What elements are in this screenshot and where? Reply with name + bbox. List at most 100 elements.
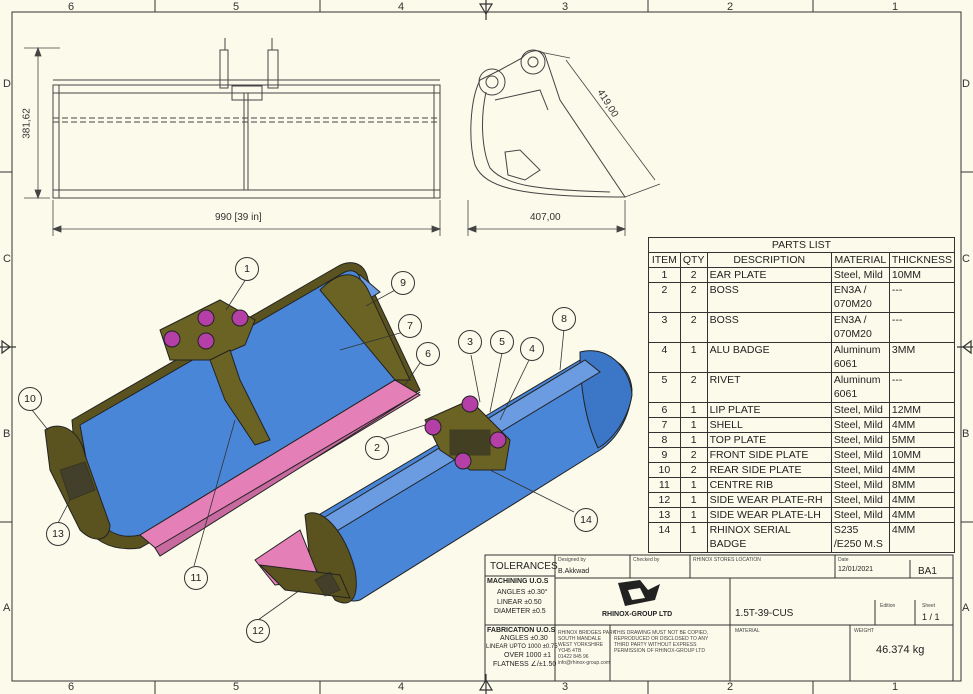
col-header-qty: QTY xyxy=(679,252,708,268)
rhinox-logo xyxy=(618,580,660,606)
parts-cell-description: EAR PLATE xyxy=(706,267,832,283)
parts-cell-description: SIDE WEAR PLATE-LH xyxy=(706,507,832,523)
address-line-5: 01422 845 96 xyxy=(558,654,589,660)
parts-material-line-2: 6061 xyxy=(833,358,858,370)
front-view xyxy=(52,38,441,199)
parts-cell-qty: 2 xyxy=(679,447,708,463)
balloon-10: 10 xyxy=(18,387,42,411)
zone-col-3-bottom: 3 xyxy=(562,681,569,693)
zone-row-D-left: D xyxy=(3,78,11,90)
parts-cell-item: 10 xyxy=(648,462,681,478)
zone-row-A-left: A xyxy=(3,602,11,614)
balloon-6: 6 xyxy=(416,342,440,366)
parts-material-line-1: Aluminum xyxy=(833,374,881,386)
weight-value: 46.374 kg xyxy=(876,644,925,656)
parts-cell-description: BOSS xyxy=(706,282,832,313)
zone-col-2-top: 2 xyxy=(727,1,734,13)
parts-cell-qty: 1 xyxy=(679,342,708,373)
parts-cell-thickness: 4MM xyxy=(888,462,956,478)
col-header-description: DESCRIPTION xyxy=(706,252,832,268)
machining-linear: LINEAR ±0.50 xyxy=(497,599,542,606)
parts-material-line-2: 070M20 xyxy=(833,298,872,310)
balloon-7: 7 xyxy=(398,314,422,338)
balloon-13: 13 xyxy=(46,522,70,546)
parts-cell-item: 8 xyxy=(648,432,681,448)
parts-cell-qty: 1 xyxy=(679,417,708,433)
parts-material-line-1: Aluminum xyxy=(833,344,881,356)
sheet-value: 1 / 1 xyxy=(922,612,940,622)
parts-cell-item: 7 xyxy=(648,417,681,433)
parts-cell-material: Steel, Mild xyxy=(830,417,890,433)
parts-cell-item: 9 xyxy=(648,447,681,463)
parts-cell-thickness: 10MM xyxy=(888,267,956,283)
balloon-8: 8 xyxy=(552,307,576,331)
parts-cell-description: CENTRE RIB xyxy=(706,477,832,493)
notice-line-2: REPRODUCED OR DISCLOSED TO ANY xyxy=(614,636,709,642)
zone-col-5-top: 5 xyxy=(233,1,240,13)
col-header-thickness: THICKNESS xyxy=(888,252,956,268)
date-label: Date xyxy=(838,557,849,563)
balloon-12: 12 xyxy=(246,619,270,643)
zone-col-2-bottom: 2 xyxy=(727,681,734,693)
sheet-label: Sheet xyxy=(922,603,936,609)
parts-material-line-1: Steel, Mild xyxy=(833,494,883,506)
parts-cell-item: 13 xyxy=(648,507,681,523)
balloon-3: 3 xyxy=(458,330,482,354)
sheet-size: BA1 xyxy=(918,566,937,577)
col-header-material: MATERIAL xyxy=(830,252,890,268)
parts-cell-thickness: 12MM xyxy=(888,402,956,418)
dimension-lines xyxy=(24,46,661,236)
parts-cell-material: S235/E250 M.S xyxy=(830,522,890,553)
notice-line-1: THIS DRAWING MUST NOT BE COPIED, xyxy=(614,630,709,636)
parts-cell-qty: 2 xyxy=(679,372,708,403)
zone-row-A-right: A xyxy=(962,602,970,614)
parts-material-line-1: Steel, Mild xyxy=(833,449,883,461)
zone-row-D-right: D xyxy=(962,78,970,90)
parts-cell-material: Steel, Mild xyxy=(830,402,890,418)
parts-cell-thickness: 8MM xyxy=(888,477,956,493)
parts-cell-description: FRONT SIDE PLATE xyxy=(706,447,832,463)
parts-cell-qty: 2 xyxy=(679,312,708,343)
parts-cell-item: 14 xyxy=(648,522,681,553)
parts-cell-description: TOP PLATE xyxy=(706,432,832,448)
parts-cell-qty: 1 xyxy=(679,402,708,418)
parts-material-line-2: 6061 xyxy=(833,388,858,400)
balloon-11: 11 xyxy=(184,566,208,590)
side-view xyxy=(470,49,626,198)
parts-cell-qty: 2 xyxy=(679,267,708,283)
zone-col-5-bottom: 5 xyxy=(233,681,240,693)
zone-col-6-bottom: 6 xyxy=(68,681,75,693)
part-number: 1.5T-39-CUS xyxy=(735,608,794,619)
balloon-9: 9 xyxy=(391,271,415,295)
machining-diameter: DIAMETER ±0.5 xyxy=(494,608,546,615)
checked-by-label: Checked by xyxy=(633,557,660,563)
parts-material-line-1: EN3A / xyxy=(833,284,867,296)
col-header-item: ITEM xyxy=(648,252,681,268)
parts-material-line-1: Steel, Mild xyxy=(833,479,883,491)
parts-cell-item: 4 xyxy=(648,342,681,373)
company-name: RHINOX-GROUP LTD xyxy=(602,611,673,618)
parts-cell-item: 1 xyxy=(648,267,681,283)
location-label: RHINOX STORES LOCATION xyxy=(693,557,761,563)
machining-title: MACHINING U.O.S xyxy=(487,578,549,585)
dim-width: 990 [39 in] xyxy=(215,212,262,223)
zone-row-C-left: C xyxy=(3,253,11,265)
parts-cell-material: EN3A / 070M20 xyxy=(830,282,890,313)
parts-cell-material: Steel, Mild xyxy=(830,507,890,523)
parts-material-line-2: /E250 M.S xyxy=(833,538,883,550)
parts-cell-thickness: --- xyxy=(888,312,956,343)
parts-material-line-1: Steel, Mild xyxy=(833,269,883,281)
parts-material-line-1: S235 xyxy=(833,524,859,536)
parts-material-line-1: Steel, Mild xyxy=(833,464,883,476)
zone-row-B-right: B xyxy=(962,428,970,440)
zone-col-4-bottom: 4 xyxy=(398,681,405,693)
